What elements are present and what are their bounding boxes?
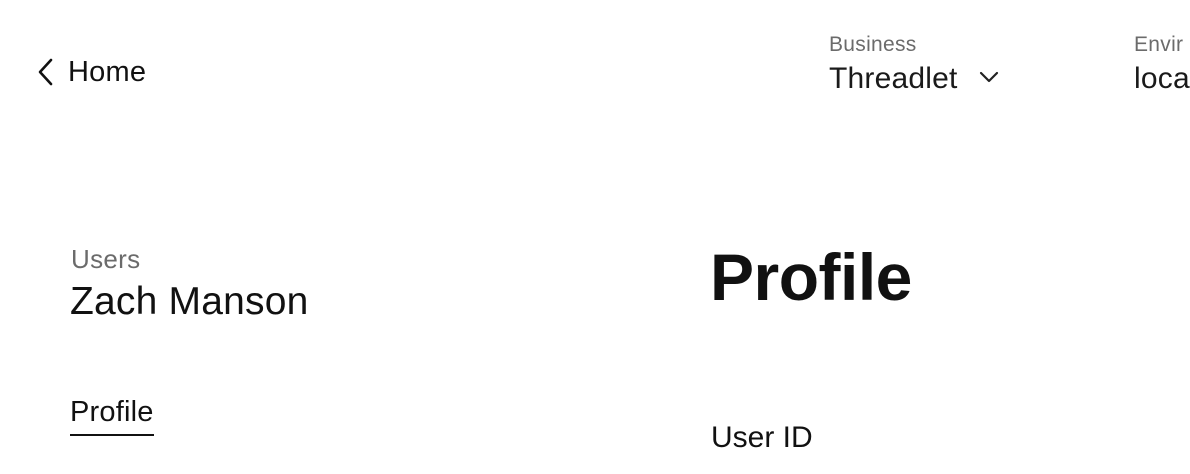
side-nav-item-profile[interactable]: Profile [70, 398, 154, 436]
environment-switcher[interactable]: Envir loca [1134, 34, 1190, 94]
chevron-down-icon [978, 70, 1000, 89]
chevron-left-icon [36, 56, 56, 88]
environment-selected-value: loca [1134, 62, 1190, 94]
business-selected-value: Threadlet [829, 62, 958, 95]
business-caption: Business [829, 33, 917, 56]
home-back-label: Home [68, 55, 147, 88]
user-id-label: User ID [711, 421, 813, 454]
business-switcher[interactable]: Business Threadlet [829, 34, 1000, 94]
user-side-nav: Profile [70, 398, 154, 436]
environment-caption: Envir [1134, 34, 1184, 56]
breadcrumb-users[interactable]: Users [71, 244, 141, 274]
page-title: Profile [710, 240, 912, 314]
user-name-heading: Zach Manson [70, 280, 309, 323]
home-back-link[interactable]: Home [36, 52, 146, 92]
